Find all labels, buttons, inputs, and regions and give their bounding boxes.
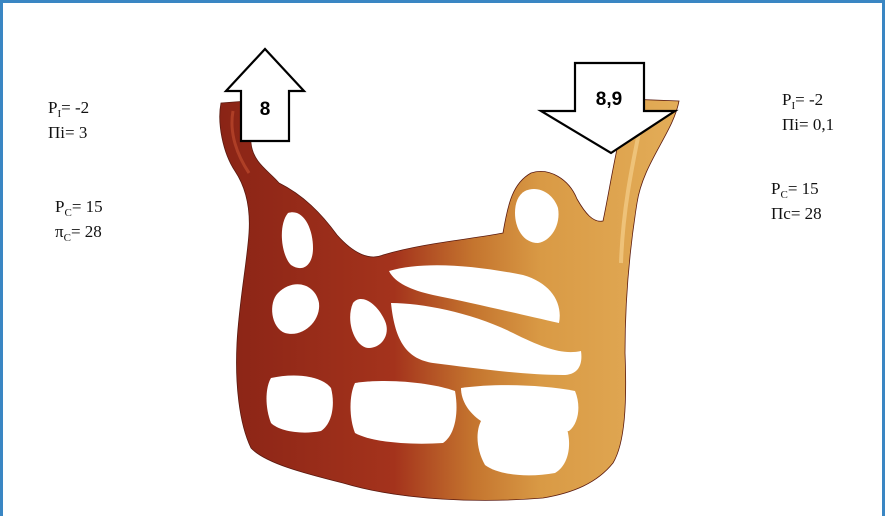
inflow-arrow-value: 8,9 <box>596 89 622 110</box>
left-interstitial-pressure-label: PI= -2 <box>48 97 89 119</box>
left-capillary-oncotic-label: πC= 28 <box>55 221 102 243</box>
right-capillary-pressure-label: PC= 15 <box>771 178 819 200</box>
outflow-arrow-value: 8 <box>260 99 271 120</box>
left-capillary-pressure-label: PC= 15 <box>55 196 103 218</box>
capillary-bed-shape <box>220 99 679 500</box>
right-capillary-oncotic-label: Πc= 28 <box>771 203 822 225</box>
right-interstitial-oncotic-label: Πi= 0,1 <box>782 114 834 136</box>
right-interstitial-pressure-label: PI= -2 <box>782 89 823 111</box>
left-interstitial-oncotic-label: Πi= 3 <box>48 122 87 144</box>
capillary-network-diagram: 8 8,9 <box>3 3 885 516</box>
